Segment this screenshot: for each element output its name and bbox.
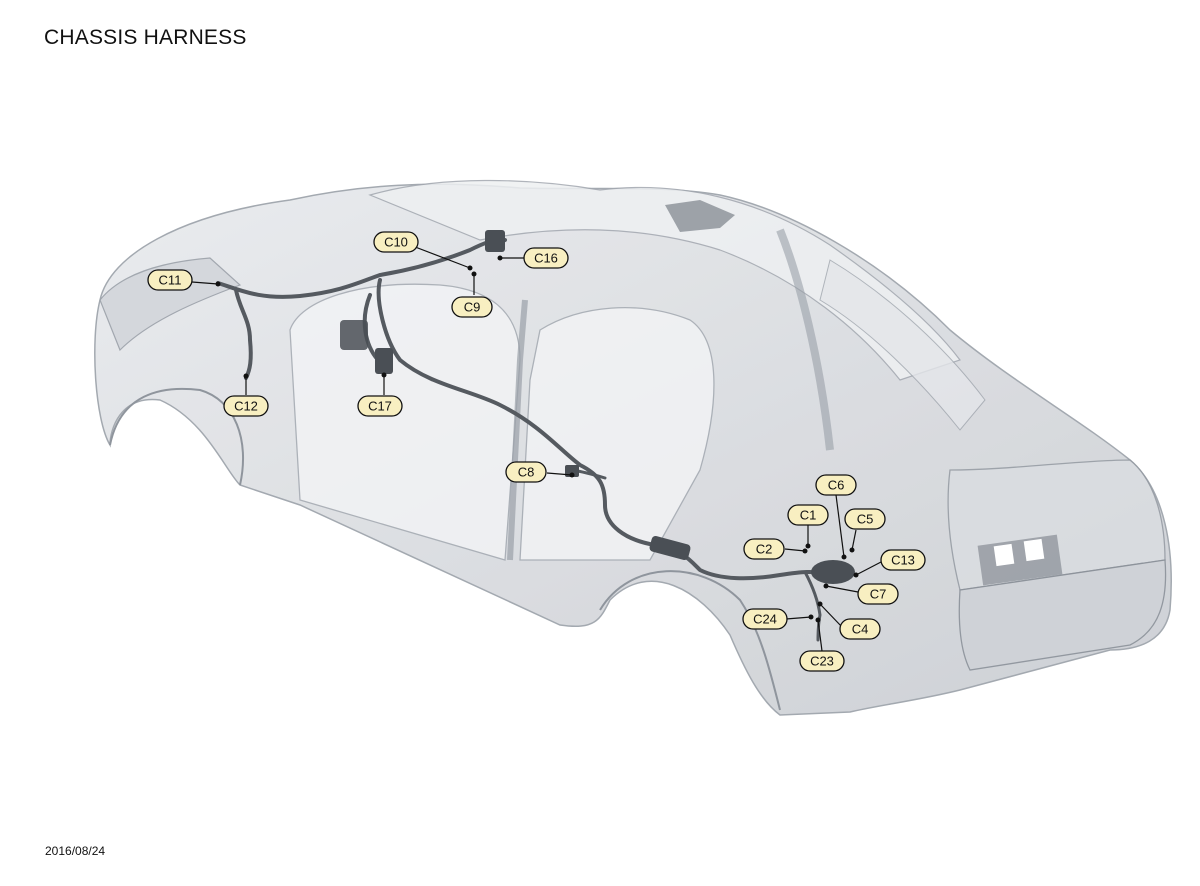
c17-connector-block [375, 348, 393, 374]
callout-c24-label: C24 [753, 612, 777, 627]
leader-c13 [855, 561, 882, 576]
harness-components [340, 230, 855, 584]
roof-panel [368, 179, 961, 381]
pin-c6 [841, 554, 847, 560]
pin-c2 [802, 548, 808, 554]
callout-c7: C7 [857, 583, 899, 605]
rear-bumper [958, 559, 1167, 671]
pin-c16 [497, 255, 503, 261]
callout-c7-label: C7 [870, 587, 887, 602]
callout-c23-label: C23 [810, 654, 834, 669]
leader-c10 [409, 244, 471, 269]
callout-c5-label: C5 [857, 512, 874, 527]
rear-door-opening [519, 307, 715, 561]
callout-c5: C5 [844, 508, 886, 530]
callouts: C11 C12 C10 C9 C16 C17 C8 C6 [147, 231, 926, 672]
front-wheel-arch [109, 387, 244, 486]
front-door-opening [289, 283, 521, 561]
callout-c1-label: C1 [800, 508, 817, 523]
harness-main-trunk [216, 237, 507, 299]
leader-c4 [819, 603, 843, 628]
callout-c2-label: C2 [756, 542, 773, 557]
pin-c8 [569, 472, 575, 478]
leader-c23 [817, 619, 823, 652]
callout-c4: C4 [839, 618, 881, 640]
callout-c24: C24 [742, 608, 788, 630]
c8-connector-block [565, 465, 579, 477]
leader-lines [191, 244, 882, 652]
side-mirror [665, 200, 735, 232]
revision-date: 2016/08/24 [45, 844, 106, 858]
leader-c8 [546, 472, 573, 476]
callout-c16-label: C16 [534, 251, 558, 266]
callout-c12: C12 [223, 395, 269, 417]
pin-c5 [849, 547, 855, 553]
c16-connector-block [485, 230, 505, 252]
rear-wheel-arch [599, 570, 781, 711]
pin-c24 [808, 614, 814, 620]
leader-c6 [835, 494, 845, 558]
callout-c2: C2 [743, 538, 785, 560]
callout-c8-label: C8 [518, 465, 535, 480]
pin-c9 [471, 271, 477, 277]
pin-c11 [215, 281, 221, 287]
pin-c1 [805, 543, 811, 549]
callout-c17-label: C17 [368, 399, 392, 414]
leader-c7 [825, 585, 859, 593]
callout-c10: C10 [373, 231, 419, 253]
rear-window [819, 259, 986, 431]
pin-c7 [823, 583, 829, 589]
pin-c4 [817, 601, 823, 607]
callout-c16: C16 [523, 247, 569, 269]
mid-clip-block [649, 535, 691, 561]
leader-c24 [785, 616, 812, 620]
leader-c11 [191, 281, 219, 285]
rear-junction-block [811, 560, 855, 584]
leader-c5 [851, 529, 857, 551]
pin-c12 [243, 373, 249, 379]
c-pillar [776, 228, 834, 451]
plate-light-right [1023, 538, 1045, 562]
harness-rear-branch [803, 570, 822, 642]
callout-c17: C17 [357, 395, 403, 417]
callout-c12-label: C12 [234, 399, 258, 414]
b-pillar [507, 299, 528, 561]
pin-c13 [853, 572, 859, 578]
plate-light-left [993, 543, 1015, 567]
callout-c23: C23 [799, 650, 845, 672]
car-body [94, 179, 1172, 716]
page-title: CHASSIS HARNESS [44, 26, 247, 49]
callout-c1: C1 [787, 504, 829, 526]
callout-c9-label: C9 [464, 300, 481, 315]
callout-c13-label: C13 [891, 553, 915, 568]
callout-c11: C11 [147, 269, 193, 291]
callout-c11-label: C11 [159, 273, 182, 288]
callout-c9: C9 [451, 296, 493, 318]
pin-c17 [381, 372, 387, 378]
callout-c13: C13 [880, 549, 926, 571]
harness-front-drop [234, 288, 253, 380]
harness-center-run [376, 278, 832, 581]
callout-c6: C6 [815, 474, 857, 496]
callout-c4-label: C4 [852, 622, 869, 637]
callout-c6-label: C6 [828, 478, 845, 493]
callout-c8: C8 [505, 461, 547, 483]
leader-c2 [784, 548, 806, 552]
pin-c23 [815, 617, 821, 623]
callout-c10-label: C10 [384, 235, 408, 250]
front-module-block [340, 320, 368, 350]
pin-c10 [467, 265, 473, 271]
front-bumper [99, 257, 242, 352]
